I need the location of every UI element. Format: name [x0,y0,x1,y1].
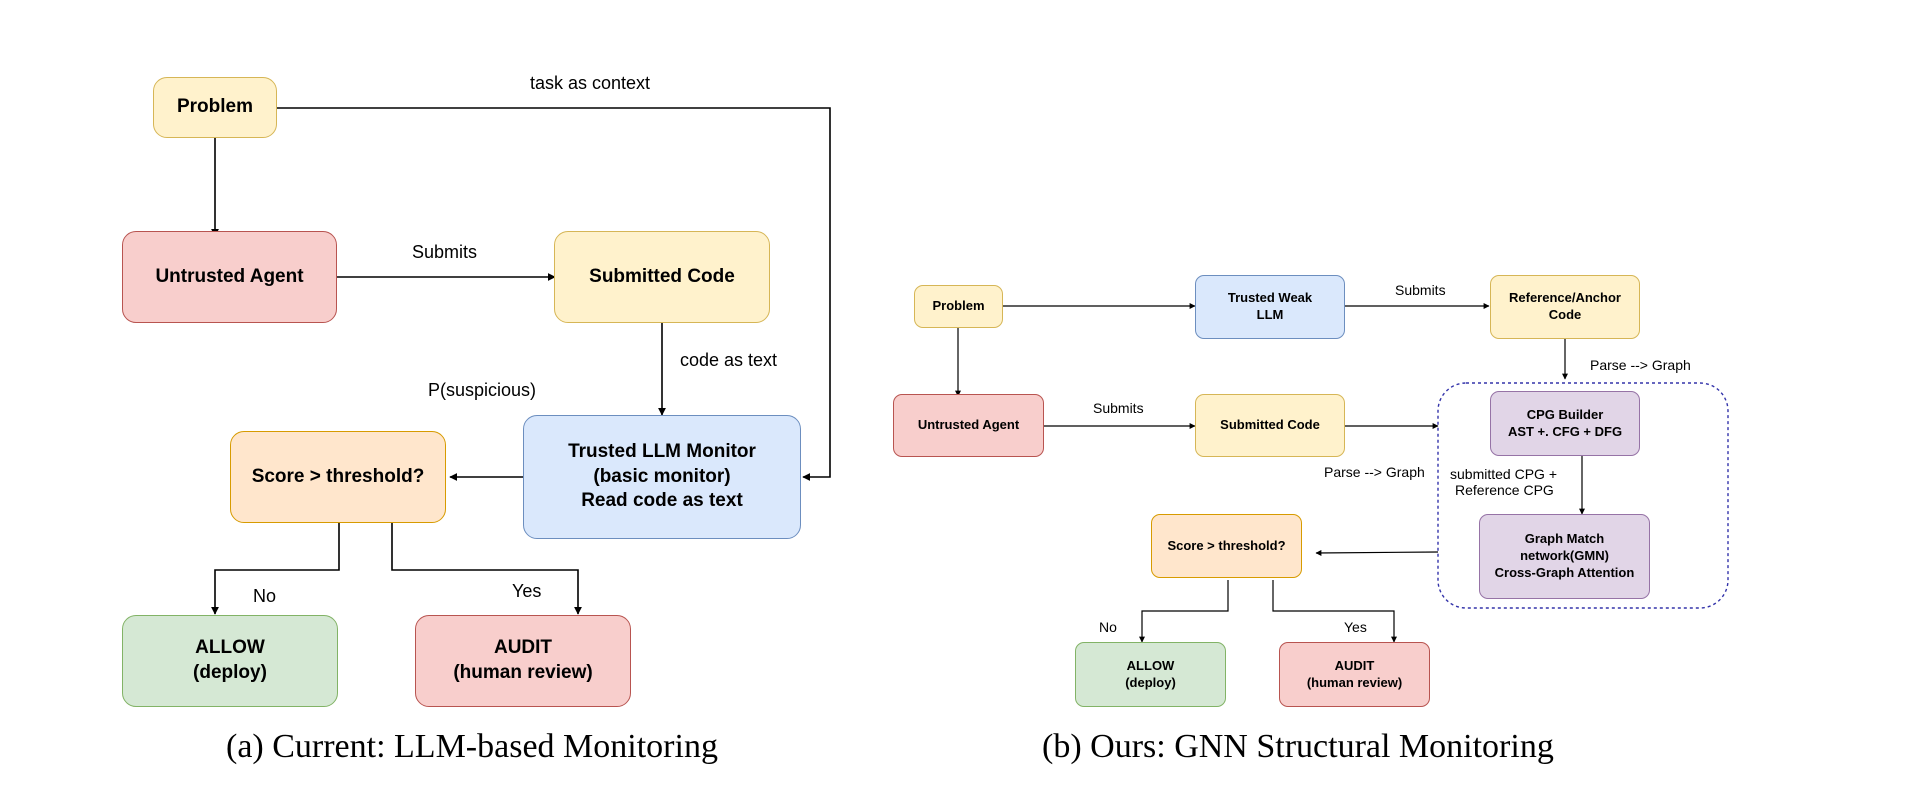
r-allow-title: ALLOW [1126,657,1175,673]
r-allow-box: ALLOW (deploy) [1075,642,1226,707]
r-untrusted-agent-box: Untrusted Agent [893,394,1044,457]
monitor-description: Read code as text [581,490,743,512]
r-allow-subtitle: (deploy) [1125,674,1176,690]
r-submitted-code-label: Submitted Code [1220,417,1320,433]
r-label-no: No [1099,619,1117,635]
arrow-score-yes [391,523,582,615]
r-cpg-builder-box: CPG Builder AST +. CFG + DFG [1490,391,1640,456]
r-label-parse-mid: Parse --> Graph [1324,464,1425,480]
label-p-suspicious: P(suspicious) [428,380,537,400]
r-label-cpg-line1: submitted CPG + [1450,466,1557,482]
gnn-pipeline-group [1437,382,1729,609]
untrusted-agent-label: Untrusted Agent [155,265,304,287]
r-reference-code-box: Reference/Anchor Code [1490,275,1640,339]
label-yes: Yes [512,581,542,601]
audit-subtitle: (human review) [453,662,593,683]
arrow-r-group-to-score [1315,549,1439,556]
r-gmn-box: Graph Match network(GMN) Cross-Graph Att… [1479,514,1650,599]
allow-title: ALLOW [195,637,265,659]
r-reference-subtitle: Code [1548,307,1582,322]
r-audit-title: AUDIT [1334,657,1375,673]
trusted-llm-monitor-box: Trusted LLM Monitor (basic monitor) Read… [523,415,801,539]
audit-box: AUDIT (human review) [415,615,631,707]
r-audit-box: AUDIT (human review) [1279,642,1430,707]
arrow-score-no [211,523,340,615]
label-submits: Submits [412,242,478,262]
r-label-submits-mid: Submits [1093,400,1144,416]
problem-box: Problem [153,77,277,138]
r-reference-title: Reference/Anchor [1509,290,1621,306]
r-untrusted-agent-label: Untrusted Agent [917,417,1020,433]
r-gmn-title: Graph Match network(GMN) [1520,531,1609,564]
score-threshold-box: Score > threshold? [230,431,446,523]
allow-box: ALLOW (deploy) [122,615,338,707]
arrow-r-score-yes [1272,580,1397,643]
label-task-as-context: task as context [530,73,651,93]
r-weak-llm-title: Trusted Weak [1227,290,1313,306]
r-problem-label: Problem [932,298,985,314]
r-problem-box: Problem [914,285,1003,328]
r-label-yes: Yes [1344,619,1367,635]
arrow-r-score-no [1139,580,1229,643]
problem-label: Problem [176,96,254,118]
r-label-submits-top: Submits [1395,282,1446,298]
audit-title: AUDIT [493,637,553,659]
arrow-problem-to-monitor [277,107,831,481]
r-submitted-code-box: Submitted Code [1195,394,1345,457]
allow-subtitle: (deploy) [193,662,267,683]
r-trusted-weak-llm-box: Trusted Weak LLM [1195,275,1345,339]
untrusted-agent-box: Untrusted Agent [122,231,337,323]
r-audit-subtitle: (human review) [1306,674,1403,690]
monitor-subtitle: (basic monitor) [593,465,731,487]
monitor-title: Trusted LLM Monitor [568,440,756,462]
r-weak-llm-subtitle: LLM [1256,307,1284,322]
r-label-parse-top: Parse --> Graph [1590,357,1691,373]
score-threshold-label: Score > threshold? [251,465,425,487]
submitted-code-box: Submitted Code [554,231,770,323]
r-cpg-subtitle: AST +. CFG + DFG [1507,423,1623,439]
label-no: No [253,586,277,606]
r-cpg-title: CPG Builder [1526,406,1604,422]
submitted-code-label: Submitted Code [589,265,735,287]
r-gmn-subtitle: Cross-Graph Attention [1494,564,1635,580]
label-code-as-text: code as text [680,350,778,370]
r-score-threshold-box: Score > threshold? [1151,514,1302,578]
caption-left: (a) Current: LLM-based Monitoring [226,728,718,765]
caption-right: (b) Ours: GNN Structural Monitoring [1042,728,1554,765]
r-label-cpg-line2: Reference CPG [1455,482,1554,498]
r-score-threshold-label: Score > threshold? [1167,537,1286,553]
